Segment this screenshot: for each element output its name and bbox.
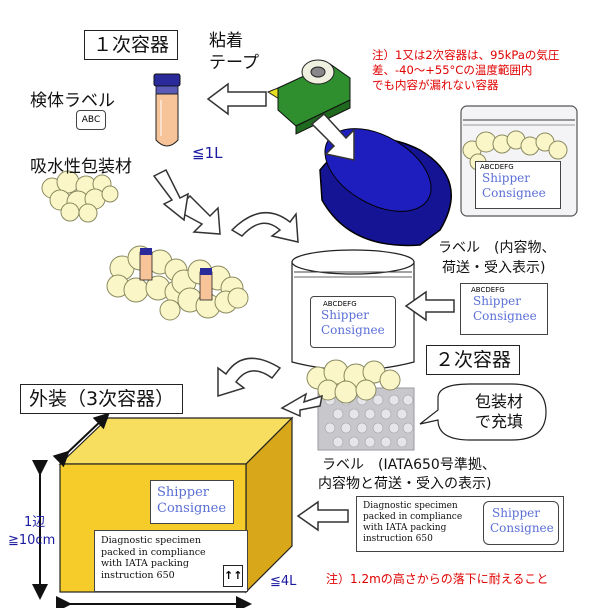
bag-label-consignee: Consignee — [482, 186, 546, 200]
side-label-consignee: Consignee — [473, 309, 537, 323]
bag-label-shipper: Shipper — [482, 171, 530, 185]
orientation-arrows-icon: ↑↑ — [223, 565, 243, 587]
tape-label-line1: 粘着 — [209, 31, 243, 51]
outer-container-title: 外装（3次容器） — [20, 384, 184, 414]
absorbent-text: 吸水性包装材 — [30, 157, 132, 177]
side-diag-consignee: Consignee — [490, 521, 554, 535]
side-diag-card: Diagnostic specimen packed in compliance… — [356, 496, 564, 552]
fill-bubble-text: 包装材 で充填 — [458, 392, 540, 432]
jar-cotton-icon — [306, 359, 401, 404]
note-top-line3: でも内容が漏れない容器 — [372, 78, 499, 92]
box-diag-line3: with IATA packing — [101, 558, 189, 569]
secondary-container-title: ２次容器 — [426, 345, 521, 375]
dimension-line2: ≧10cm — [8, 533, 56, 548]
specimen-label-text: 検体ラベル — [30, 91, 115, 111]
fill-bubble-line1: 包装材 — [474, 392, 523, 411]
tape-label: 粘着 テープ — [209, 30, 259, 74]
note-top-line2: 差、-40〜+55°Cの温度範囲内 — [372, 63, 533, 77]
side-diag-line1: Diagnostic specimen — [363, 501, 458, 511]
side-label-shipper: Shipper — [473, 294, 521, 308]
side-diag-line3: with IATA packing — [363, 523, 447, 533]
label-contents-line1: ラベル (内容物、 — [438, 240, 556, 256]
bag-label-card: ABCDEFG Shipper Consignee — [475, 161, 561, 209]
dimension-text: 1辺 ≧10cm — [8, 514, 55, 550]
note-bottom: 注）1.2mの高さからの落下に耐えること — [326, 572, 549, 586]
side-diag-line4: instruction 650 — [363, 534, 433, 544]
label-iata-line1: ラベル (IATA650号準拠、 — [322, 457, 496, 473]
box-diag-text: Diagnostic specimen packed in compliance… — [95, 531, 247, 581]
box-diag-line2: packed in compliance — [101, 546, 206, 558]
fill-bubble-line2: で充填 — [474, 412, 523, 431]
box-shipper: Shipper — [157, 485, 209, 500]
side-label-card: ABCDEFG Shipper Consignee — [460, 283, 548, 335]
label-iata-line2: 内容物と荷送・受入の表示) — [318, 476, 492, 492]
box-shipper-card: Shipper Consignee — [150, 480, 234, 524]
box-diag-line4: instruction 650 — [101, 569, 175, 581]
box-consignee: Consignee — [157, 501, 227, 516]
jar-label-code: ABCDEFG — [323, 300, 357, 308]
absorbent-cotton-icon — [41, 170, 119, 223]
side-diag-text: Diagnostic specimen packed in compliance… — [363, 501, 462, 545]
note-top: 注）1又は2次容器は、95kPaの気圧 差、-40〜+55°Cの温度範囲内 でも… — [372, 48, 559, 93]
volume-4-text: ≦4L — [270, 574, 297, 589]
flow-arrows — [152, 82, 455, 532]
box-diag-line1: Diagnostic specimen — [101, 535, 201, 546]
dimension-line1: 1辺 — [24, 515, 46, 530]
specimen-label-card: ABC — [76, 110, 106, 130]
bag-label-code: ABCDEFG — [480, 163, 514, 171]
jar-label-card: ABCDEFG Shipper Consignee — [310, 296, 396, 348]
wrapped-tubes-icon — [106, 245, 249, 321]
tape-label-line2: テープ — [209, 53, 259, 73]
side-diag-line2: packed in compliance — [363, 512, 463, 522]
tape-dispenser-icon — [266, 59, 351, 135]
box-diag-card: Diagnostic specimen packed in compliance… — [94, 530, 248, 592]
note-top-line1: 注）1又は2次容器は、95kPaの気圧 — [372, 48, 560, 62]
jar-label-consignee: Consignee — [321, 323, 385, 337]
side-diag-shipper-card: Shipper Consignee — [483, 501, 559, 545]
jar-label-shipper: Shipper — [321, 308, 369, 322]
label-contents: ラベル (内容物、 荷送・受入表示) — [438, 238, 555, 278]
side-label-code: ABCDEFG — [471, 286, 505, 294]
primary-tube-icon — [153, 73, 181, 147]
label-iata: ラベル (IATA650号準拠、 内容物と荷送・受入の表示) — [318, 456, 496, 494]
volume-1-text: ≦1L — [192, 144, 223, 162]
primary-container-title: １次容器 — [84, 30, 179, 60]
dimension-arrows — [32, 412, 252, 608]
side-diag-shipper: Shipper — [492, 506, 540, 520]
speech-bubble-icon — [419, 383, 547, 441]
curved-arrows — [217, 211, 299, 398]
label-contents-line2: 荷送・受入表示) — [442, 260, 546, 276]
